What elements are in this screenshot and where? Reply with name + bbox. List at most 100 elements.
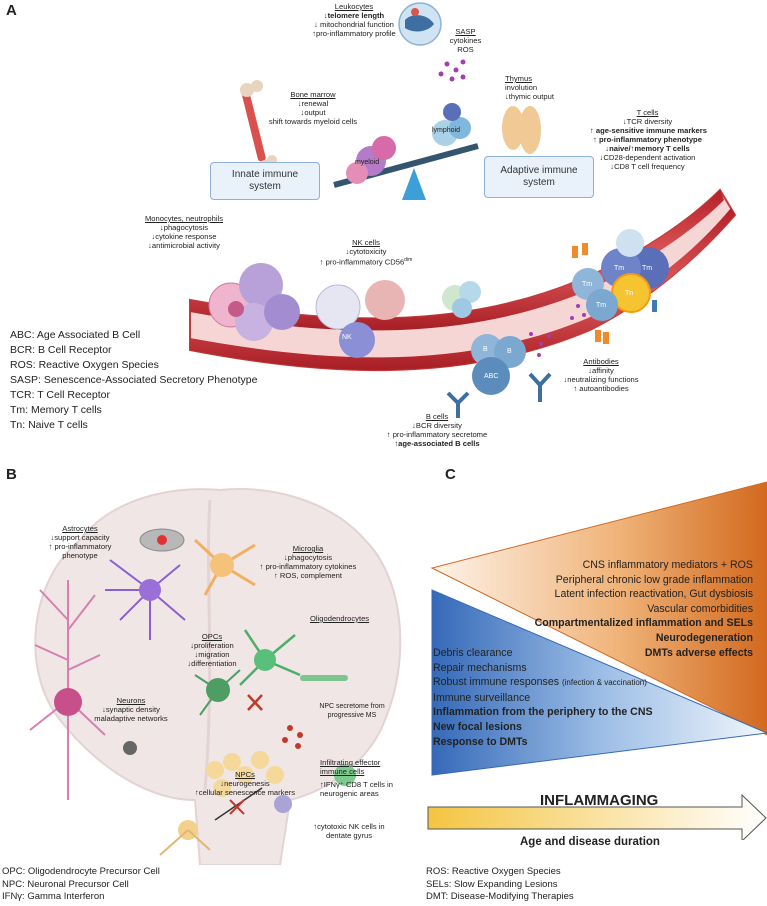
microglia-cell (193, 538, 256, 596)
adaptive-immune-box: Adaptive immune system (484, 156, 594, 198)
inflammaging-label: INFLAMMAGING (540, 792, 659, 809)
antibodies-note: Antibodies ↓affinity ↓neutralizing funct… (553, 357, 649, 393)
t-cells-line-5: ↓CD28-dependent activation (599, 153, 696, 162)
antibodies-line-2: ↓neutralizing functions (563, 375, 639, 384)
legend-ros: ROS: Reactive Oxygen Species (10, 359, 159, 371)
legend-tn: Tn: Naive T cells (10, 419, 88, 431)
antibodies-line-3: ↑ autoantibodies (573, 384, 629, 393)
c-bottom-line-4: Immune surveillance (433, 691, 531, 704)
microglia-line-3: ↑ ROS, complement (274, 571, 342, 580)
tn-cell-label: Tn (625, 290, 634, 297)
nk-cells-dim: dim (404, 257, 413, 263)
astrocytes-line-3: phenotype (62, 551, 98, 560)
oligodendrocytes-note: Oligodendrocytes (310, 614, 369, 623)
innate-immune-label: Innate immune system (231, 169, 299, 192)
panel-b-footer: OPC: Oligodendrocyte Precursor Cell NPC:… (2, 866, 160, 904)
microglia-note: Microglia ↓phagocytosis ↑ pro-inflammato… (254, 544, 362, 580)
astrocytes-note: Astrocytes ↓support capacity ↑ pro-infla… (30, 524, 130, 560)
legend-bcr: BCR: B Cell Receptor (10, 344, 112, 356)
c-top-bold-1-text: Compartmentalized inflammation and SELs (534, 617, 753, 630)
npcs-title: NPCs (235, 770, 255, 779)
t-cells-line-3: ↑ pro-inflammatory phenotype (593, 135, 702, 144)
microglia-title: Microglia (292, 544, 324, 553)
brain-silhouette (34, 488, 402, 865)
neurons-note: Neurons ↓synaptic density maladaptive ne… (90, 696, 172, 723)
nk-cells-note: NK cells ↓cytotoxicity ↑ pro-inflammator… (306, 238, 426, 267)
oligodendrocytes-title: Oligodendrocytes (310, 614, 370, 623)
c-robust-small: (infection & vaccination) (561, 678, 647, 688)
monocyte-cluster (208, 263, 300, 341)
orange-wedge (430, 481, 767, 736)
circulating-cells (442, 281, 481, 318)
lymphoid-label: lymphoid (432, 127, 461, 134)
infiltrating-line-4: dentate gyrus (325, 831, 372, 840)
panel-c-top-list: CNS inflammatory mediators + ROS Periphe… (436, 558, 753, 660)
thymus-icon (502, 106, 541, 154)
t-cells-line-6: ↓CD8 T cell frequency (610, 162, 685, 171)
footer-dmt: DMT: Disease-Modifying Therapies (426, 891, 574, 902)
c-top-line-4: Vascular comorbidities (647, 602, 753, 615)
panel-c-footer: ROS: Reactive Oxygen Species SELs: Slow … (426, 866, 574, 904)
b-cells-line-1: ↓BCR diversity (412, 421, 462, 430)
c-bottom-bold-3-text: Response to DMTs (433, 735, 528, 748)
infiltrating-line-2: neurogenic areas (320, 789, 379, 798)
oligodendrocyte-cell (239, 629, 301, 686)
bone-marrow-line-3: shift towards myeloid cells (268, 117, 358, 126)
t-cells-note: T cells ↓TCR diversity ↑ age-sensitive i… (590, 108, 707, 171)
blue-wedge (431, 589, 767, 776)
tm-cell-label-1: Tm (614, 265, 625, 272)
nk-cells-title: NK cells (352, 238, 380, 247)
npc-secretome-note: NPC secretome from progressive MS (312, 702, 392, 720)
bone-marrow-line-1: ↓renewal (297, 99, 329, 108)
adaptive-immune-label: Adaptive immune system (500, 165, 578, 188)
sasp-title: SASP (455, 27, 476, 36)
footer-ifn: IFNγ: Gamma Interferon (2, 891, 105, 902)
panel-c-wedges (427, 481, 767, 840)
c-top-bold-2: Neurodegeneration (436, 631, 753, 646)
npc-cluster (206, 751, 284, 797)
npc-secretome-line-1: NPC secretome from (319, 703, 385, 710)
thymus-line-1: involution (505, 83, 538, 92)
monocytes-line-2: ↓cytokine response (151, 232, 217, 241)
c-top-bold-2-text: Neurodegeneration (655, 631, 753, 644)
leukocytes-note: Leukocytes ↓telomere length ↓ mitochondr… (298, 2, 410, 38)
b-cells-note: B cells ↓BCR diversity ↑ pro-inflammator… (372, 412, 502, 448)
sasp-line-2: ROS (457, 45, 474, 54)
t-cells-line-4: ↓naive/↑memory T cells (605, 144, 690, 153)
b-cells-title: B cells (425, 412, 449, 421)
nk-cells-cd56: ↑ pro-inflammatory CD56 (319, 257, 405, 267)
npcs-note: NPCs ↓neurogenesis ↑cellular senescence … (190, 770, 300, 797)
nk-cells-line-1: ↓cytotoxicity (345, 247, 387, 256)
legend-abc: ABC: Age Associated B Cell (10, 329, 141, 341)
antibodies-title: Antibodies (583, 357, 619, 366)
monocytes-line-1: ↓phagocytosis (159, 223, 209, 232)
c-top-bold-1: Compartmentalized inflammation and SELs (436, 616, 753, 631)
myeloid-label: myeloid (355, 159, 380, 166)
tm-cell-label-4: Tm (596, 302, 607, 309)
age-arrow (427, 793, 767, 840)
nk-cells-line-2: ↑ pro-inflammatory CD56dim (306, 256, 426, 267)
c-bottom-bold-1-text: Inflammation from the periphery to the C… (433, 706, 653, 719)
c-bottom-bold-2: New focal lesions (433, 720, 653, 735)
panel-a-legend: ABC: Age Associated B Cell BCR: B Cell R… (10, 328, 257, 433)
neuron-cell (29, 580, 106, 800)
monocytes-title: Monocytes, neutrophils (144, 214, 224, 223)
monocytes-note: Monocytes, neutrophils ↓phagocytosis ↓cy… (120, 214, 248, 250)
bone-marrow-note: Bone marrow ↓renewal ↓output shift towar… (263, 90, 363, 126)
opcs-line-1: ↓proliferation (190, 641, 234, 650)
c-top-bold-3: DMTs adverse effects (436, 646, 753, 661)
blood-vessel-wall-bottom (190, 208, 735, 371)
neurons-title: Neurons (116, 696, 146, 705)
legend-tm: Tm: Memory T cells (10, 404, 102, 416)
infiltrating-title-2: immune cells (320, 767, 365, 776)
opcs-line-2: ↓migration (194, 650, 230, 659)
infiltrating-line-1: ↑IFNγ⁺ CD8 T cells in (320, 780, 393, 789)
opcs-title: OPCs (201, 632, 223, 641)
thymus-title: Thymus (505, 74, 533, 83)
thymus-line-2: ↓thymic output (505, 92, 554, 101)
legend-sasp: SASP: Senescence-Associated Secretory Ph… (10, 374, 258, 386)
innate-immune-box: Innate immune system (210, 162, 320, 200)
infiltrating-line-3: ↑cytotoxic NK cells in (313, 822, 385, 831)
tcr-receptors (572, 243, 657, 344)
b-cells-line-2: ↑ pro-inflammatory secretome (386, 430, 488, 439)
